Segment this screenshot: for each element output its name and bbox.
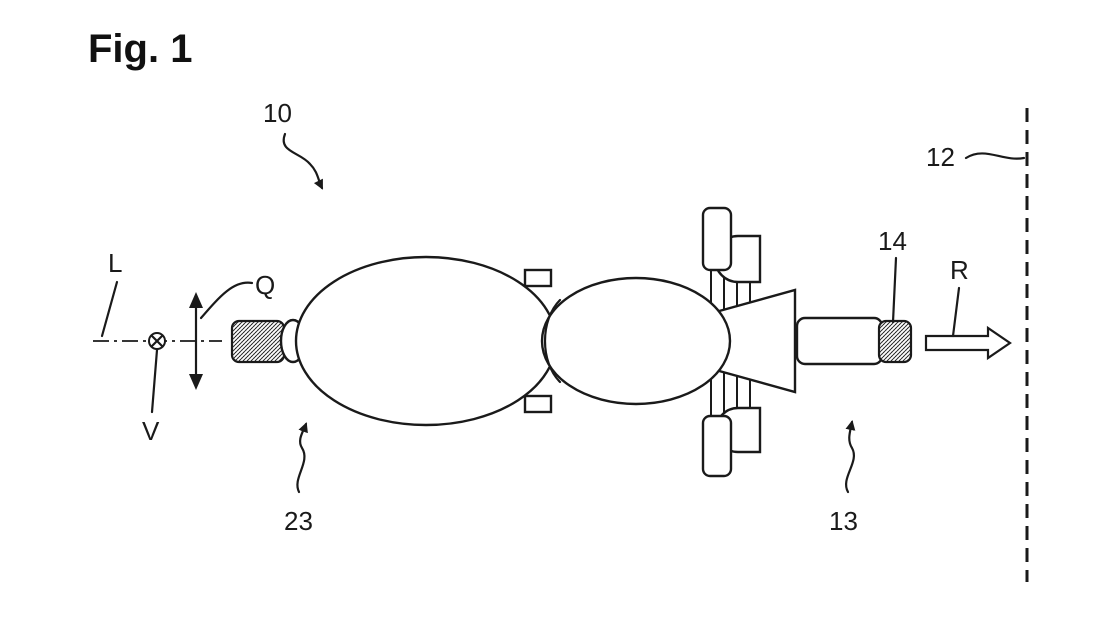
rear-wheel [230, 319, 286, 364]
leader-rear [296, 422, 308, 494]
axis-v-cross-b [150, 334, 164, 348]
front-wheel [877, 319, 913, 364]
label-axis-l: L [108, 248, 122, 278]
front-fork [795, 316, 884, 366]
label-direction: R [950, 255, 969, 285]
leader-front [845, 420, 856, 494]
upper-bracket [523, 268, 553, 288]
leader-boundary [964, 152, 1026, 160]
upper-handle-grip [701, 206, 733, 272]
axis-q-arrowhead-bottom [189, 374, 203, 390]
label-rear: 23 [284, 506, 313, 536]
label-front: 13 [829, 506, 858, 536]
figure-title: Fig. 1 [88, 27, 192, 71]
leader-axis-q [199, 281, 254, 320]
front-body-seam [543, 298, 562, 384]
leader-axis-v [150, 348, 159, 414]
leader-front-wheel [891, 256, 898, 324]
leader-axis-l [100, 280, 119, 338]
front-body [540, 276, 732, 406]
axis-q-arrowhead-top [189, 292, 203, 308]
rear-body [294, 255, 558, 427]
label-front-wheel: 14 [878, 226, 907, 256]
label-axis-v: V [142, 416, 160, 446]
label-vehicle: 10 [263, 98, 292, 128]
label-boundary: 12 [926, 142, 955, 172]
label-axis-q: Q [255, 270, 275, 300]
lower-bracket [523, 394, 553, 414]
leader-direction [951, 286, 961, 338]
lower-handle-grip [701, 414, 733, 478]
direction-arrow [924, 325, 1012, 361]
leader-vehicle [282, 132, 324, 190]
